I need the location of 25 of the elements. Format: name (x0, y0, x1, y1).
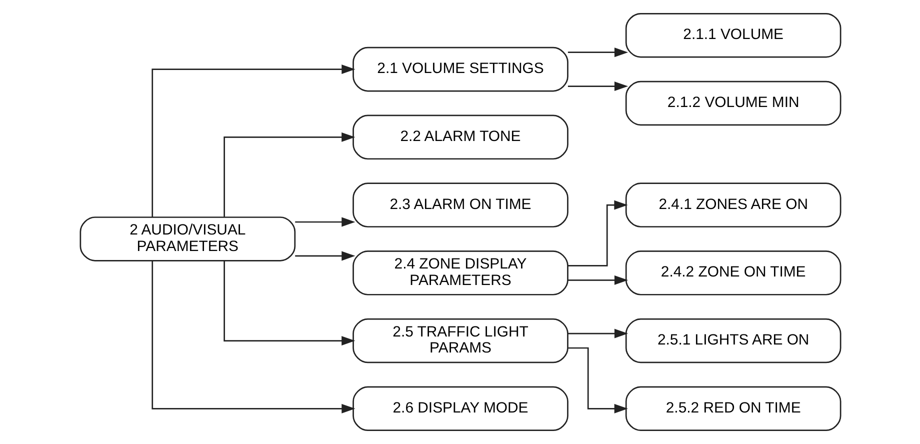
arrow (151, 260, 355, 414)
node-box: 2.4 ZONE DISPLAY PARAMETERS (352, 250, 568, 296)
node-box: 2.5.2 RED ON TIME (624, 386, 841, 432)
arrow (223, 132, 355, 217)
arrow (568, 347, 628, 414)
node-box: 2.5.1 LIGHTS ARE ON (624, 318, 841, 364)
node-box: 2.4.1 ZONES ARE ON (624, 182, 841, 228)
node-box: 2.5 TRAFFIC LIGHT PARAMS (352, 318, 568, 364)
arrow (294, 251, 355, 261)
arrow (567, 275, 628, 285)
node-box: 2.4.2 ZONE ON TIME (624, 250, 841, 296)
node-box: 2.1.2 VOLUME MIN (624, 80, 841, 126)
node-box: 2.2 ALARM TONE (352, 114, 568, 160)
arrow (567, 82, 628, 92)
arrow (567, 328, 628, 338)
arrow (567, 200, 628, 266)
arrow (223, 261, 355, 346)
arrow (567, 48, 628, 58)
arrow (294, 217, 355, 227)
node-box: 2.1.1 VOLUME (624, 12, 841, 58)
arrow (151, 64, 355, 218)
node-box: 2 AUDIO/VISUAL PARAMETERS (79, 216, 296, 262)
node-box: 2.6 DISPLAY MODE (352, 386, 568, 432)
node-box: 2.1 VOLUME SETTINGS (352, 46, 568, 92)
node-box: 2.3 ALARM ON TIME (352, 182, 568, 228)
